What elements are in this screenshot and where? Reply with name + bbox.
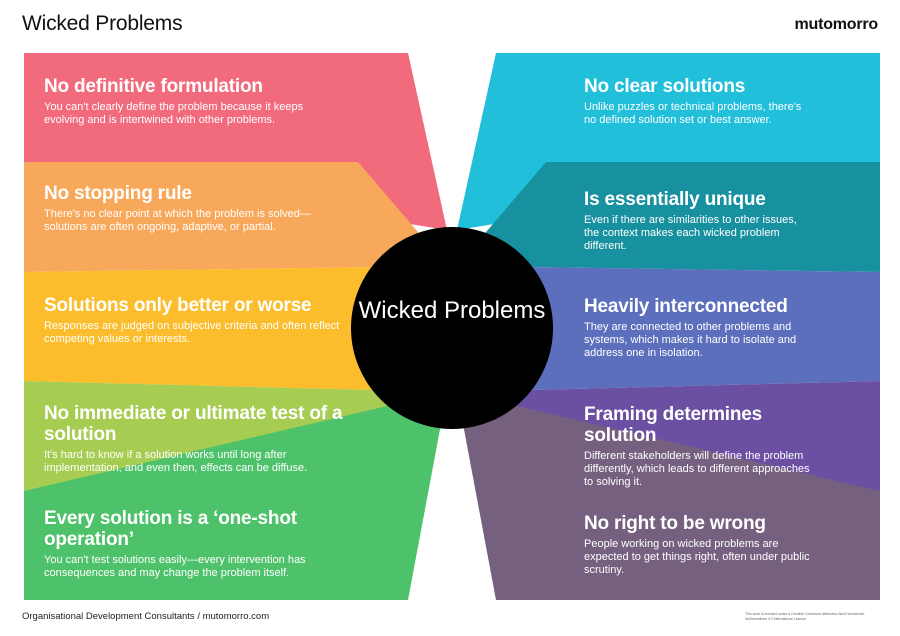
left-item-3-body: Responses are judged on subjective crite…	[44, 320, 340, 345]
left-item-3: Solutions only better or worse Responses…	[44, 295, 344, 346]
right-item-2-title: Is essentially unique	[584, 189, 766, 210]
brand-logo: mutomorro	[794, 16, 878, 33]
left-item-4-title: No immediate or ultimate test of a solut…	[44, 403, 343, 445]
footer-text: Organisational Development Consultants /…	[22, 611, 270, 622]
left-item-1: No definitive formulation You can't clea…	[44, 76, 344, 127]
right-item-5-body: People working on wicked problems are ex…	[584, 538, 810, 576]
right-item-2-body: Even if there are similarities to other …	[584, 214, 797, 252]
right-segment-2	[457, 162, 880, 272]
center-circle	[351, 227, 553, 429]
left-item-2-body: There's no clear point at which the prob…	[44, 208, 311, 233]
right-item-3: Heavily interconnected They are connecte…	[584, 296, 814, 360]
left-item-4-body: It's hard to know if a solution works un…	[44, 449, 308, 474]
left-item-1-body: You can't clearly define the problem bec…	[44, 101, 304, 126]
left-item-2: No stopping rule There's no clear point …	[44, 183, 344, 234]
left-item-5-title: Every solution is a ‘one-shot operation’	[44, 508, 297, 550]
right-item-4-body: Different stakeholders will define the p…	[584, 450, 810, 488]
right-item-2: Is essentially unique Even if there are …	[584, 189, 814, 253]
right-item-5-title: No right to be wrong	[584, 513, 766, 534]
right-item-3-title: Heavily interconnected	[584, 296, 788, 317]
right-segment-3	[457, 266, 880, 392]
page-title: Wicked Problems	[22, 12, 183, 35]
right-item-4: Framing determines solution Different st…	[584, 404, 814, 489]
right-item-1: No clear solutions Unlike puzzles or tec…	[584, 76, 814, 127]
left-segment-3	[24, 266, 447, 392]
left-segment-5	[24, 392, 447, 600]
left-item-5-body: You can't test solutions easily—every in…	[44, 554, 306, 579]
right-item-1-body: Unlike puzzles or technical problems, th…	[584, 101, 802, 126]
left-item-1-title: No definitive formulation	[44, 76, 263, 97]
left-item-3-title: Solutions only better or worse	[44, 295, 312, 316]
center-label: Wicked Problems	[358, 297, 546, 324]
left-segment-2	[24, 162, 447, 272]
right-item-3-body: They are connected to other problems and…	[584, 321, 797, 359]
left-item-5: Every solution is a ‘one-shot operation’…	[44, 508, 344, 580]
right-item-4-title: Framing determines solution	[584, 404, 763, 446]
right-segment-5	[457, 392, 880, 600]
license-text: This work is licensed under a Creative C…	[745, 612, 866, 621]
left-item-2-title: No stopping rule	[44, 183, 192, 204]
left-item-4: No immediate or ultimate test of a solut…	[44, 403, 344, 475]
right-item-5: No right to be wrong People working on w…	[584, 513, 814, 577]
right-item-1-title: No clear solutions	[584, 76, 746, 97]
